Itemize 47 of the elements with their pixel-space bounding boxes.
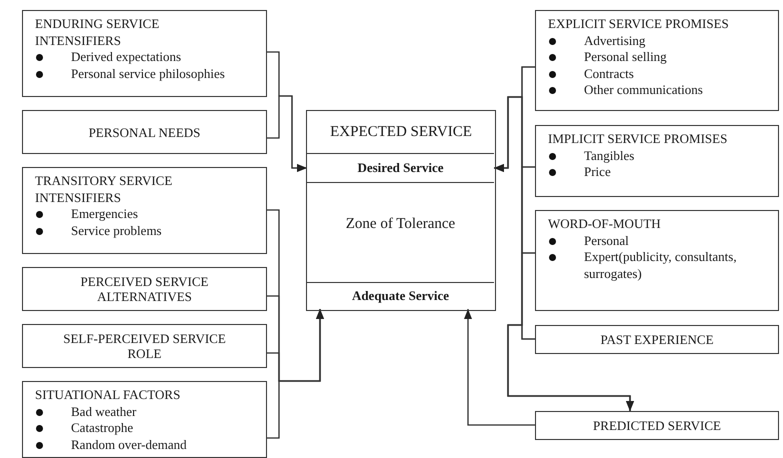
connector-arrow xyxy=(267,309,324,439)
connector-arrow xyxy=(464,309,535,426)
bullet-item: Advertising xyxy=(584,32,646,48)
bullet-item: Service problems xyxy=(71,222,162,238)
desired-service-band xyxy=(307,152,494,182)
bullet-item: Derived expectations xyxy=(71,49,182,64)
box-heading: EXPLICIT SERVICE PROMISES xyxy=(548,16,729,31)
bullet-item: Personal xyxy=(584,232,629,248)
expected-service-box xyxy=(306,110,496,311)
box-label: PAST EXPERIENCE xyxy=(600,332,714,347)
box-label: PERSONAL NEEDS xyxy=(88,124,200,140)
factor-box xyxy=(22,10,267,97)
box-heading: EXPECTED SERVICE xyxy=(330,122,472,141)
connector-arrow xyxy=(267,95,307,172)
source-box xyxy=(535,10,779,111)
bullet-item: Contracts xyxy=(584,66,634,80)
source-box xyxy=(535,325,779,354)
bullet-item: Emergencies xyxy=(71,206,138,221)
box-label: SELF-PERCEIVED SERVICE ROLE xyxy=(63,331,226,361)
connector-arrow xyxy=(507,324,634,411)
zone-label: Zone of Tolerance xyxy=(346,214,456,232)
bullet-item: Other communications xyxy=(584,82,703,97)
factor-box xyxy=(22,110,267,154)
bullet-item: Random over-demand xyxy=(71,436,187,452)
bullet-item: Catastrophe xyxy=(71,420,134,435)
bullet-item: Bad weather xyxy=(71,404,136,418)
box-heading: IMPLICIT SERVICE PROMISES xyxy=(548,131,728,146)
box-heading: SITUATIONAL FACTORS xyxy=(35,387,180,402)
source-box xyxy=(535,210,779,311)
factor-box xyxy=(22,167,267,254)
band-label: Desired Service xyxy=(357,160,444,176)
predicted-service-box xyxy=(535,411,779,440)
box-label: PREDICTED SERVICE xyxy=(593,418,721,433)
box-heading: WORD-OF-MOUTH xyxy=(548,216,661,231)
bullet-item: Personal selling xyxy=(584,49,667,64)
factor-box xyxy=(22,381,267,458)
factor-box xyxy=(22,324,267,368)
box-heading: ENDURING SERVICE INTENSIFIERS xyxy=(35,16,160,48)
bullet-item: Price xyxy=(584,164,611,179)
box-label: PERCEIVED SERVICE ALTERNATIVES xyxy=(80,274,208,304)
source-box xyxy=(535,125,779,197)
band-label: Adequate Service xyxy=(352,288,450,304)
bullet-item: Personal service philosophies xyxy=(71,66,225,80)
factor-box xyxy=(22,267,267,311)
bullet-item: Expert(publicity, consultants, surrogates) xyxy=(584,249,737,280)
box-heading: TRANSITORY SERVICE INTENSIFIERS xyxy=(35,173,172,204)
bullet-item: Tangibles xyxy=(584,148,634,162)
